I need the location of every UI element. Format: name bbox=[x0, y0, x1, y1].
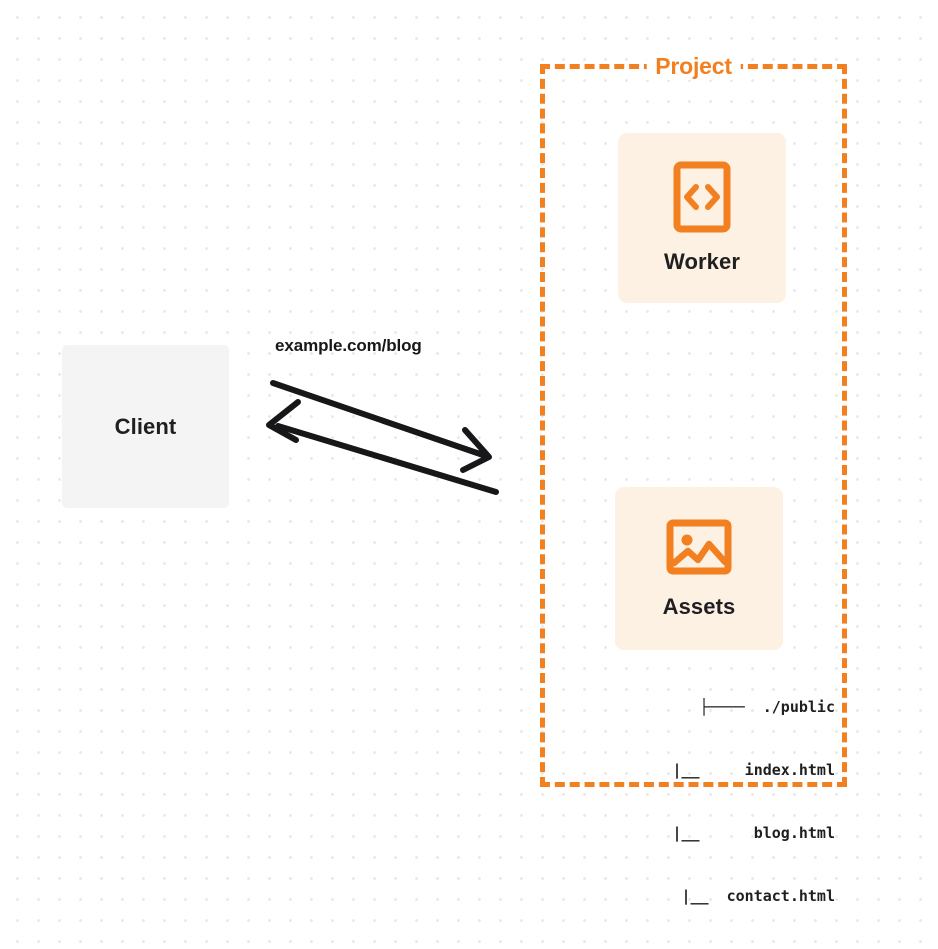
worker-card[interactable]: Worker bbox=[618, 133, 786, 303]
file-tree-row: |__ blog.html bbox=[672, 824, 835, 842]
project-group: Project Worker Assets ├──── ./public |__… bbox=[540, 53, 847, 905]
connection-arrows bbox=[266, 380, 499, 495]
image-icon bbox=[666, 518, 732, 576]
assets-card[interactable]: Assets bbox=[615, 487, 783, 650]
client-node: Client bbox=[62, 345, 229, 508]
assets-file-tree: ├──── ./public |__ index.html |__ blog.h… bbox=[590, 655, 835, 949]
request-url-label: example.com/blog bbox=[275, 336, 422, 355]
response-arrow bbox=[266, 399, 499, 495]
assets-label: Assets bbox=[662, 593, 736, 619]
client-label: Client bbox=[114, 413, 177, 439]
code-brackets-icon bbox=[673, 161, 731, 233]
file-tree-row: |__ contact.html bbox=[681, 887, 835, 905]
project-label: Project bbox=[646, 53, 741, 80]
file-tree-row: ├──── ./public bbox=[699, 698, 835, 716]
worker-label: Worker bbox=[664, 249, 740, 274]
request-arrow bbox=[270, 380, 492, 473]
file-tree-row: |__ index.html bbox=[672, 761, 835, 779]
connection-group: example.com/blog bbox=[250, 330, 520, 515]
